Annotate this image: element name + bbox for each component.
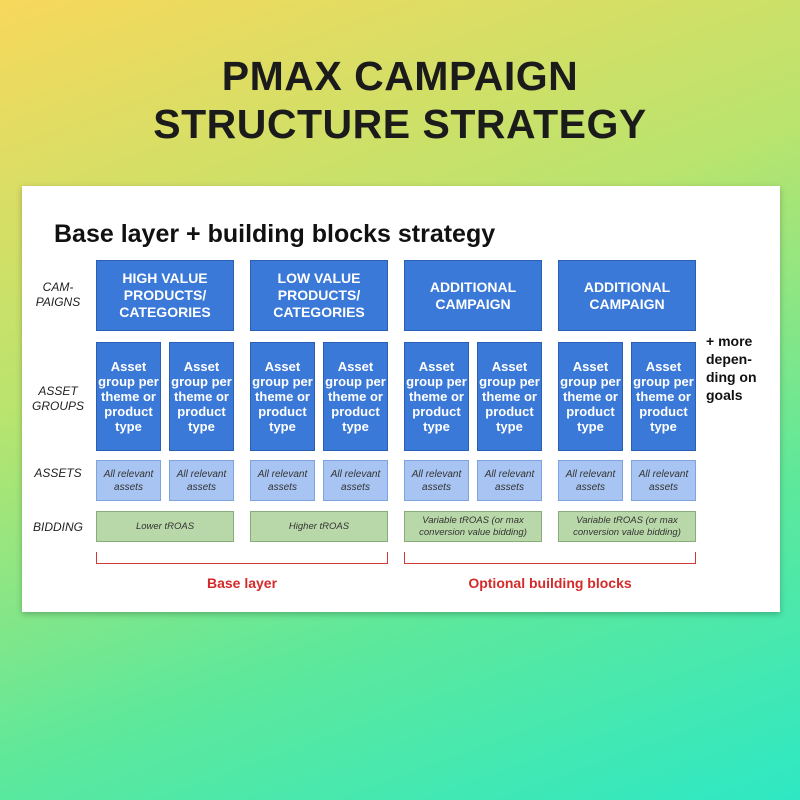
more-campaigns-note: + more depen- ding on goals — [706, 333, 757, 403]
slide-title: Base layer + building blocks strategy — [54, 220, 496, 248]
strategy-slide: Base layer + building blocks strategy CA… — [22, 186, 780, 612]
campaign-additional-2: ADDITIONAL CAMPAIGN — [558, 260, 696, 331]
bidding-box: Higher tROAS — [250, 511, 388, 542]
bidding-box: Variable tROAS (or max conversion value … — [404, 511, 542, 542]
row-label-assets: ASSETS — [34, 466, 82, 480]
row-label-bidding: BIDDING — [32, 520, 83, 534]
base-layer-bracket — [96, 552, 388, 564]
asset-box: All relevant assets — [477, 460, 542, 501]
page-title-line-2: STRUCTURE STRATEGY — [153, 101, 647, 147]
asset-box: All relevant assets — [404, 460, 469, 501]
row-label-asset-groups: ASSET GROUPS — [31, 384, 84, 413]
page-title-line-1: PMAX CAMPAIGN — [221, 53, 579, 99]
bidding-box: Lower tROAS — [96, 511, 234, 542]
campaign-high-value: HIGH VALUE PRODUCTS/ CATEGORIES — [96, 260, 234, 331]
row-label-campaigns: CAM- PAIGNS — [35, 280, 81, 309]
optional-blocks-label: Optional building blocks — [468, 575, 632, 591]
asset-group: Asset group per theme or product type — [96, 342, 161, 451]
base-layer-label: Base layer — [206, 575, 278, 591]
asset-group: Asset group per theme or product type — [323, 342, 388, 451]
asset-group: Asset group per theme or product type — [169, 342, 234, 451]
asset-group: Asset group per theme or product type — [477, 342, 542, 451]
asset-group: Asset group per theme or product type — [631, 342, 696, 451]
asset-box: All relevant assets — [169, 460, 234, 501]
page-title: PMAX CAMPAIGN STRUCTURE STRATEGY — [0, 52, 800, 148]
asset-box: All relevant assets — [323, 460, 388, 501]
asset-box: All relevant assets — [558, 460, 623, 501]
campaign-additional-1: ADDITIONAL CAMPAIGN — [404, 260, 542, 331]
asset-box: All relevant assets — [631, 460, 696, 501]
asset-group: Asset group per theme or product type — [250, 342, 315, 451]
optional-blocks-bracket — [404, 552, 696, 564]
asset-box: All relevant assets — [96, 460, 161, 501]
asset-group: Asset group per theme or product type — [404, 342, 469, 451]
asset-group: Asset group per theme or product type — [558, 342, 623, 451]
bidding-box: Variable tROAS (or max conversion value … — [558, 511, 696, 542]
asset-box: All relevant assets — [250, 460, 315, 501]
campaign-low-value: LOW VALUE PRODUCTS/ CATEGORIES — [250, 260, 388, 331]
